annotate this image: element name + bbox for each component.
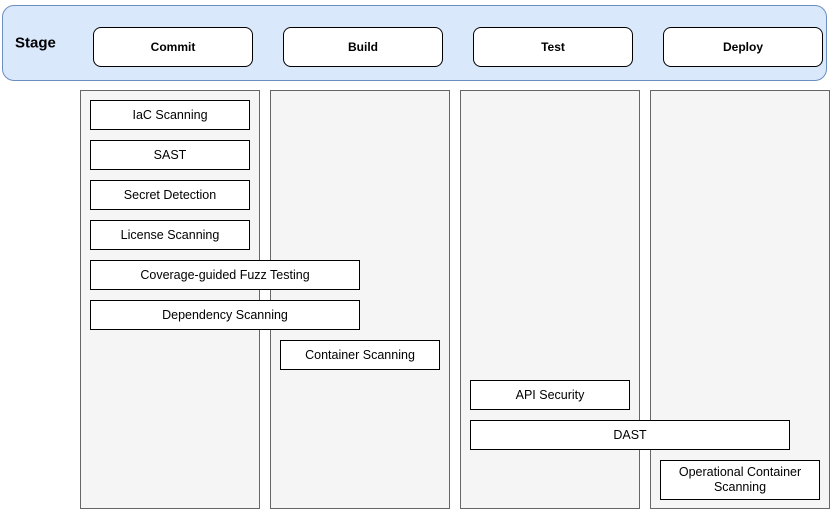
stage-row-label: Stage bbox=[15, 34, 56, 52]
stage-node-test[interactable]: Test bbox=[473, 27, 633, 67]
activity-secret-detection[interactable]: Secret Detection bbox=[90, 180, 250, 210]
activity-coverage-guided-fuzz-testing[interactable]: Coverage-guided Fuzz Testing bbox=[90, 260, 360, 290]
activity-dast[interactable]: DAST bbox=[470, 420, 790, 450]
activity-license-scanning[interactable]: License Scanning bbox=[90, 220, 250, 250]
lane-build bbox=[270, 90, 450, 509]
activity-api-security[interactable]: API Security bbox=[470, 380, 630, 410]
stage-header-bar: Stage Commit Build Test Deploy bbox=[2, 5, 827, 81]
stage-node-deploy[interactable]: Deploy bbox=[663, 27, 823, 67]
activity-container-scanning[interactable]: Container Scanning bbox=[280, 340, 440, 370]
activity-operational-container-scanning[interactable]: Operational Container Scanning bbox=[660, 460, 820, 500]
activity-sast[interactable]: SAST bbox=[90, 140, 250, 170]
stage-node-commit[interactable]: Commit bbox=[93, 27, 253, 67]
activity-iac-scanning[interactable]: IaC Scanning bbox=[90, 100, 250, 130]
activity-dependency-scanning[interactable]: Dependency Scanning bbox=[90, 300, 360, 330]
stage-node-build[interactable]: Build bbox=[283, 27, 443, 67]
